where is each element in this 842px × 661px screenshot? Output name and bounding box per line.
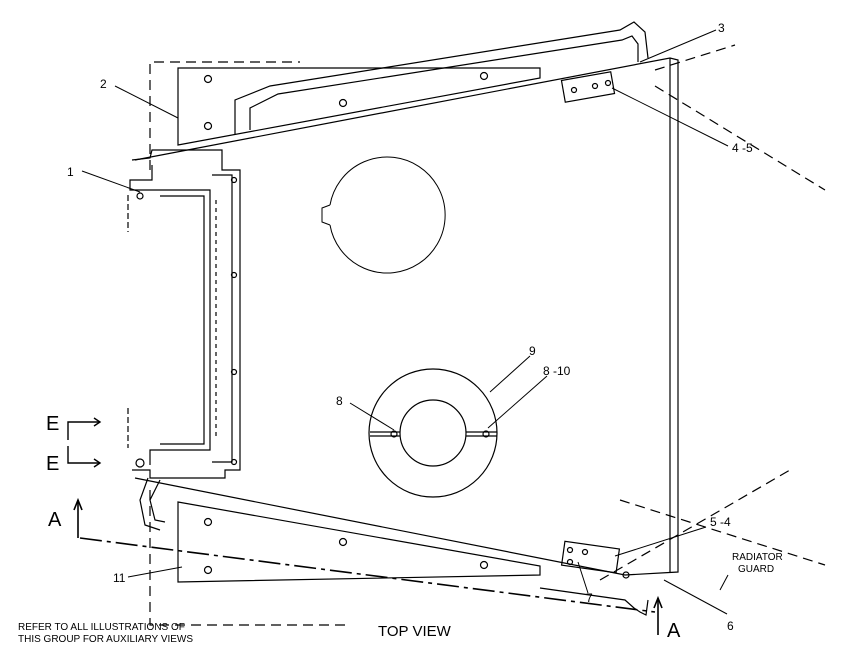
callout-8: 8	[336, 394, 343, 408]
section-a-right-label: A	[667, 620, 681, 642]
callouts: 1 2 3 4 -5 5 -4 6 7 8 8 -10 9 11 E E A A…	[18, 21, 783, 645]
callout-8-10: 8 -10	[543, 364, 571, 378]
callout-3: 3	[718, 21, 725, 35]
radiator-guard-label-line2: GUARD	[738, 564, 774, 575]
lower-bracket	[139, 477, 649, 616]
callout-5-4: 5 -4	[710, 515, 731, 529]
section-a-arrows	[73, 497, 663, 635]
radiator-guard-label-line1: RADIATOR	[732, 552, 783, 563]
section-e-lower-label: E	[46, 453, 59, 475]
leader-lines	[81, 29, 729, 615]
callout-4-5: 4 -5	[732, 141, 753, 155]
grommet	[368, 368, 498, 498]
lower-clamp	[560, 540, 630, 579]
upper-bracket	[177, 21, 649, 146]
section-a-left-label: A	[48, 509, 62, 531]
callout-1: 1	[67, 165, 74, 179]
left-channel	[127, 149, 241, 479]
section-a-line	[79, 537, 656, 613]
guard-plate	[134, 57, 679, 576]
callout-6: 6	[727, 619, 734, 633]
outer-frame	[149, 44, 826, 626]
reference-note-line2: THIS GROUP FOR AUXILIARY VIEWS	[18, 634, 193, 645]
upper-clamp	[560, 71, 616, 103]
view-title: TOP VIEW	[378, 623, 452, 640]
callout-2: 2	[100, 77, 107, 91]
callout-11: 11	[113, 571, 126, 585]
reference-note-line1: REFER TO ALL ILLUSTRATIONS OF	[18, 622, 185, 633]
section-e-arrows	[67, 417, 102, 468]
callout-9: 9	[529, 344, 536, 358]
upper-cutout	[321, 156, 446, 274]
callout-7: 7	[586, 591, 593, 605]
section-e-upper-label: E	[46, 413, 59, 435]
